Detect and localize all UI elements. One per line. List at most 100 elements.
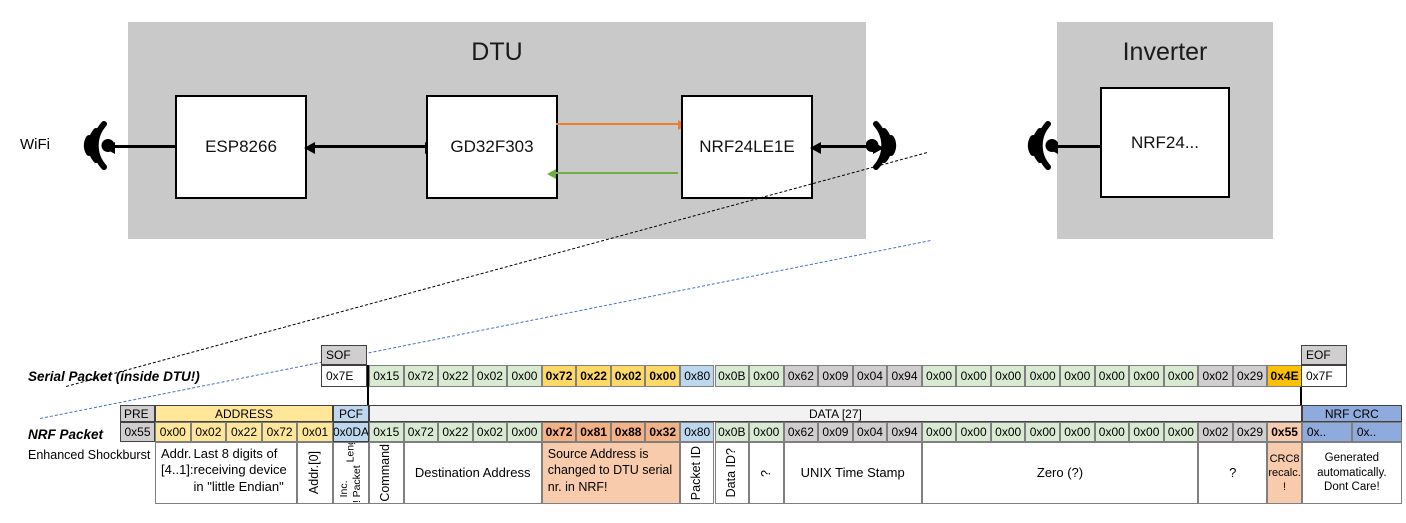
nrf-address-byte-2: 0x22 [226,422,262,442]
nrf-packet-id-description: Packet ID [679,442,715,504]
chip-gd32f303: GD32F303 [426,95,558,199]
arrow-nrf-to-gd32-rx [547,169,678,179]
nrf-address-header: ADDRESS [155,405,333,422]
serial-byte-6: 0x22 [576,365,611,387]
connector-bar-left [367,365,369,417]
nrf-command-description: Command [369,442,404,504]
serial-byte-5: 0x72 [541,365,577,387]
nrf-address-byte-1: 0x02 [190,422,227,442]
nrf-timestamp-description: UNIX Time Stamp [783,442,922,504]
nrf-pcf-header: PCF [333,405,369,422]
nrf-byte-1: 0x72 [403,422,439,442]
nrf-byte-15: 0x94 [887,422,922,442]
wifi-label: WiFi [20,136,50,153]
nrf-data-id-description: Data ID? [714,442,750,504]
chip-label: NRF24... [1130,132,1200,152]
serial-byte-10: 0x0B [714,365,750,387]
nrf-byte-20: 0x00 [1060,422,1095,442]
nrf-destination-description: Destination Address [403,442,542,504]
serial-byte-1: 0x72 [403,365,439,387]
serial-byte-7: 0x02 [610,365,646,387]
serial-byte-20: 0x00 [1060,365,1095,387]
nrf-packet-sublabel: Enhanced Shockburst [28,448,151,462]
callout-line-nrf [40,240,931,419]
serial-byte-15: 0x94 [887,365,922,387]
nrf-zero-description: Zero (?) [921,442,1199,504]
serial-byte-2: 0x22 [438,365,473,387]
nrf-byte-12: 0x62 [783,422,819,442]
arrow-wifi-to-esp [104,142,186,154]
serial-sof-header: SOF [321,345,367,365]
chip-nrf24le1e: NRF24LE1E [681,95,813,199]
nrf-byte-24: 0x02 [1198,422,1233,442]
arrowhead-left-icon [304,142,315,154]
connector-bar-right [1300,365,1302,417]
arrow-nrf-to-air [810,142,884,154]
dtu-title: DTU [471,38,523,66]
serial-byte-13: 0x09 [818,365,853,387]
serial-eof-header: EOF [1301,345,1347,365]
serial-byte-3: 0x02 [472,365,508,387]
nrf-pre-value: 0x55 [120,422,155,442]
nrf-byte-17: 0x00 [956,422,991,442]
nrf-address-byte-3: 0x72 [261,422,298,442]
nrf-data-header: DATA [27] [369,405,1302,422]
serial-byte-4: 0x00 [507,365,542,387]
serial-byte-24: 0x02 [1198,365,1233,387]
serial-byte-25: 0x29 [1232,365,1268,387]
serial-byte-22: 0x00 [1129,365,1164,387]
serial-byte-11: 0x00 [749,365,784,387]
chip-label: GD32F303 [450,137,534,156]
serial-byte-0: 0x15 [369,365,404,387]
arrowhead-left-icon [547,169,556,179]
serial-byte-19: 0x00 [1025,365,1060,387]
nrf-pcf-value: 0x0DA [333,422,369,442]
nrf-byte-7: 0x88 [610,422,646,442]
serial-byte-23: 0x00 [1163,365,1199,387]
nrf-crc-header: NRF CRC [1301,405,1402,422]
nrf-pre-header: PRE [120,405,155,422]
nrf-byte-25: 0x29 [1232,422,1268,442]
nrf-byte-6: 0x81 [576,422,611,442]
nrf-byte-10: 0x0B [714,422,750,442]
nrf-address-description: Addr. [4..1]:Last 8 digits of receiving … [155,442,298,504]
arrow-air-to-inverter [1047,142,1114,154]
serial-byte-14: 0x04 [852,365,888,387]
arrow-esp-to-gd32 [304,142,436,154]
nrf-unknown1-description: ? [749,442,784,504]
nrf-crc-note-description: Generated automatically.Dont Care! [1301,442,1402,504]
arrowhead-left-icon [1047,142,1058,154]
nrf-byte-4: 0x00 [507,422,542,442]
nrf-byte-16: 0x00 [921,422,957,442]
nrf-address-byte-0: 0x00 [155,422,191,442]
inverter-enclosure: Inverter [1057,22,1273,239]
nrf-byte-11: 0x00 [749,422,784,442]
arrowhead-left-icon [104,142,115,154]
nrf-byte-21: 0x00 [1094,422,1130,442]
nrf-crc-byte-1: 0x.. [1351,422,1402,442]
nrf-source-description: Source Address is changed to DTU serial … [541,442,680,504]
nrf-byte-13: 0x09 [818,422,853,442]
nrf-byte-0: 0x15 [369,422,404,442]
serial-eof-value: 0x7F [1301,365,1347,387]
nrf-byte-9: 0x80 [679,422,715,442]
nrf-unknown2-description: ? [1198,442,1268,504]
serial-byte-9: 0x80 [679,365,715,387]
serial-byte-8: 0x00 [645,365,680,387]
rf-antenna-dtu-icon [866,118,912,173]
nrf-byte-2: 0x22 [438,422,473,442]
nrf-address-byte-4: 0x01 [297,422,333,442]
serial-packet-label: Serial Packet (inside DTU!) [28,369,200,384]
nrf-packet-label: NRF Packet [28,427,104,442]
nrf-addr0-description: Addr.[0] [297,442,333,504]
arrowhead-right-icon [873,142,884,154]
nrf-byte-14: 0x04 [852,422,888,442]
serial-byte-21: 0x00 [1094,365,1130,387]
serial-byte-17: 0x00 [956,365,991,387]
chip-label: NRF24LE1E [699,137,795,156]
serial-byte-16: 0x00 [921,365,957,387]
arrow-gd32-to-nrf-tx [556,120,687,130]
serial-byte-12: 0x62 [783,365,819,387]
serial-byte-26: 0x4E [1267,365,1302,387]
